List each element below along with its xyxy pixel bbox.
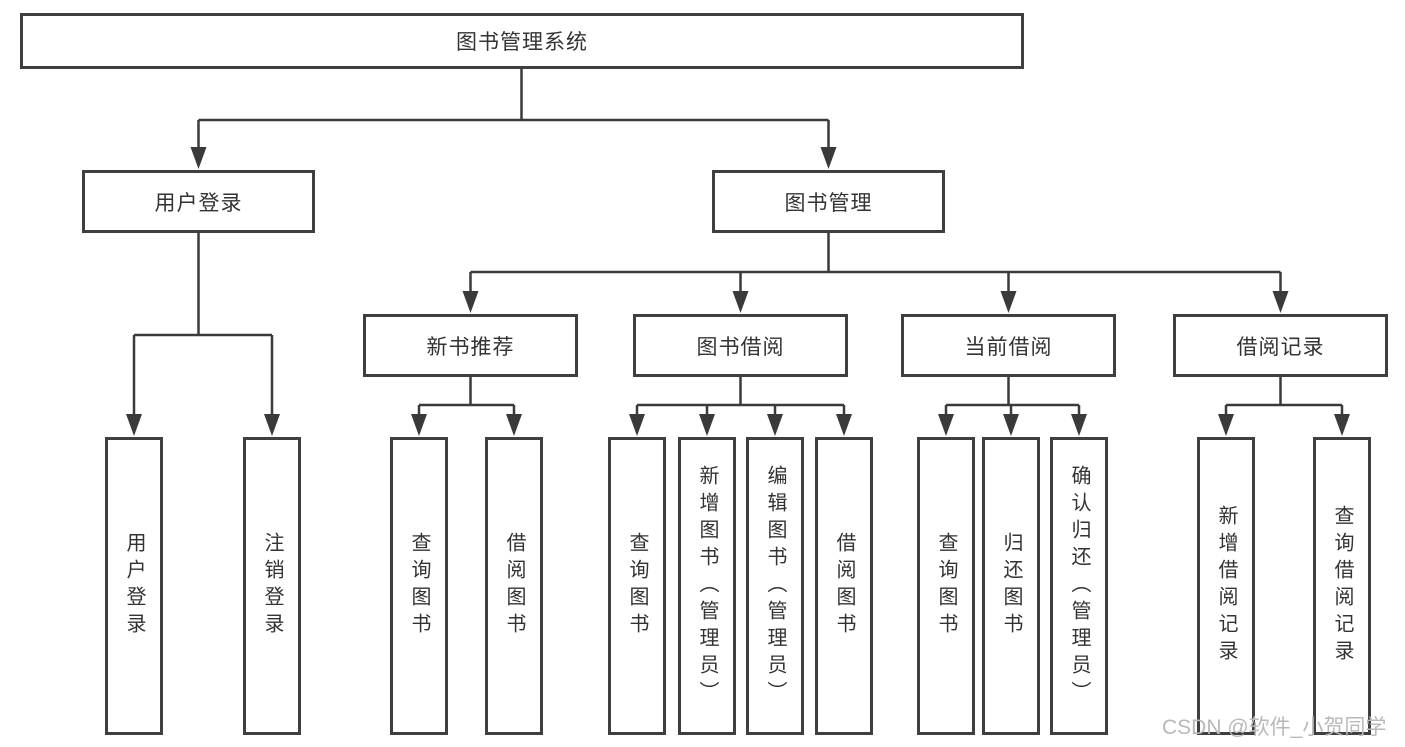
leaf-current-confirm-return: 确认归还（管理员） — [1050, 437, 1108, 735]
leaf-recommend-query-books: 查询图书 — [390, 437, 448, 735]
node-book-management: 图书管理 — [712, 170, 945, 233]
node-current-borrow: 当前借阅 — [901, 314, 1116, 377]
leaf-records-add-record: 新增借阅记录 — [1197, 437, 1255, 735]
csdn-watermark: CSDN @软件_小贺同学 — [1162, 716, 1387, 739]
leaf-borrow-borrow-books: 借阅图书 — [815, 437, 873, 735]
leaf-recommend-borrow-books: 借阅图书 — [485, 437, 543, 735]
leaf-borrow-add-books: 新增图书（管理员） — [678, 437, 736, 735]
leaf-borrow-query-books: 查询图书 — [608, 437, 666, 735]
node-new-book-recommend: 新书推荐 — [363, 314, 578, 377]
node-book-borrow: 图书借阅 — [633, 314, 848, 377]
leaf-records-query-record: 查询借阅记录 — [1313, 437, 1371, 735]
leaf-current-return-books: 归还图书 — [982, 437, 1040, 735]
node-user-login: 用户登录 — [82, 170, 315, 233]
node-borrow-records: 借阅记录 — [1173, 314, 1388, 377]
leaf-borrow-edit-books: 编辑图书（管理员） — [746, 437, 804, 735]
node-root: 图书管理系统 — [20, 13, 1024, 69]
leaf-user-login: 用户登录 — [105, 437, 163, 735]
leaf-logout: 注销登录 — [243, 437, 301, 735]
leaf-current-query-books: 查询图书 — [917, 437, 975, 735]
